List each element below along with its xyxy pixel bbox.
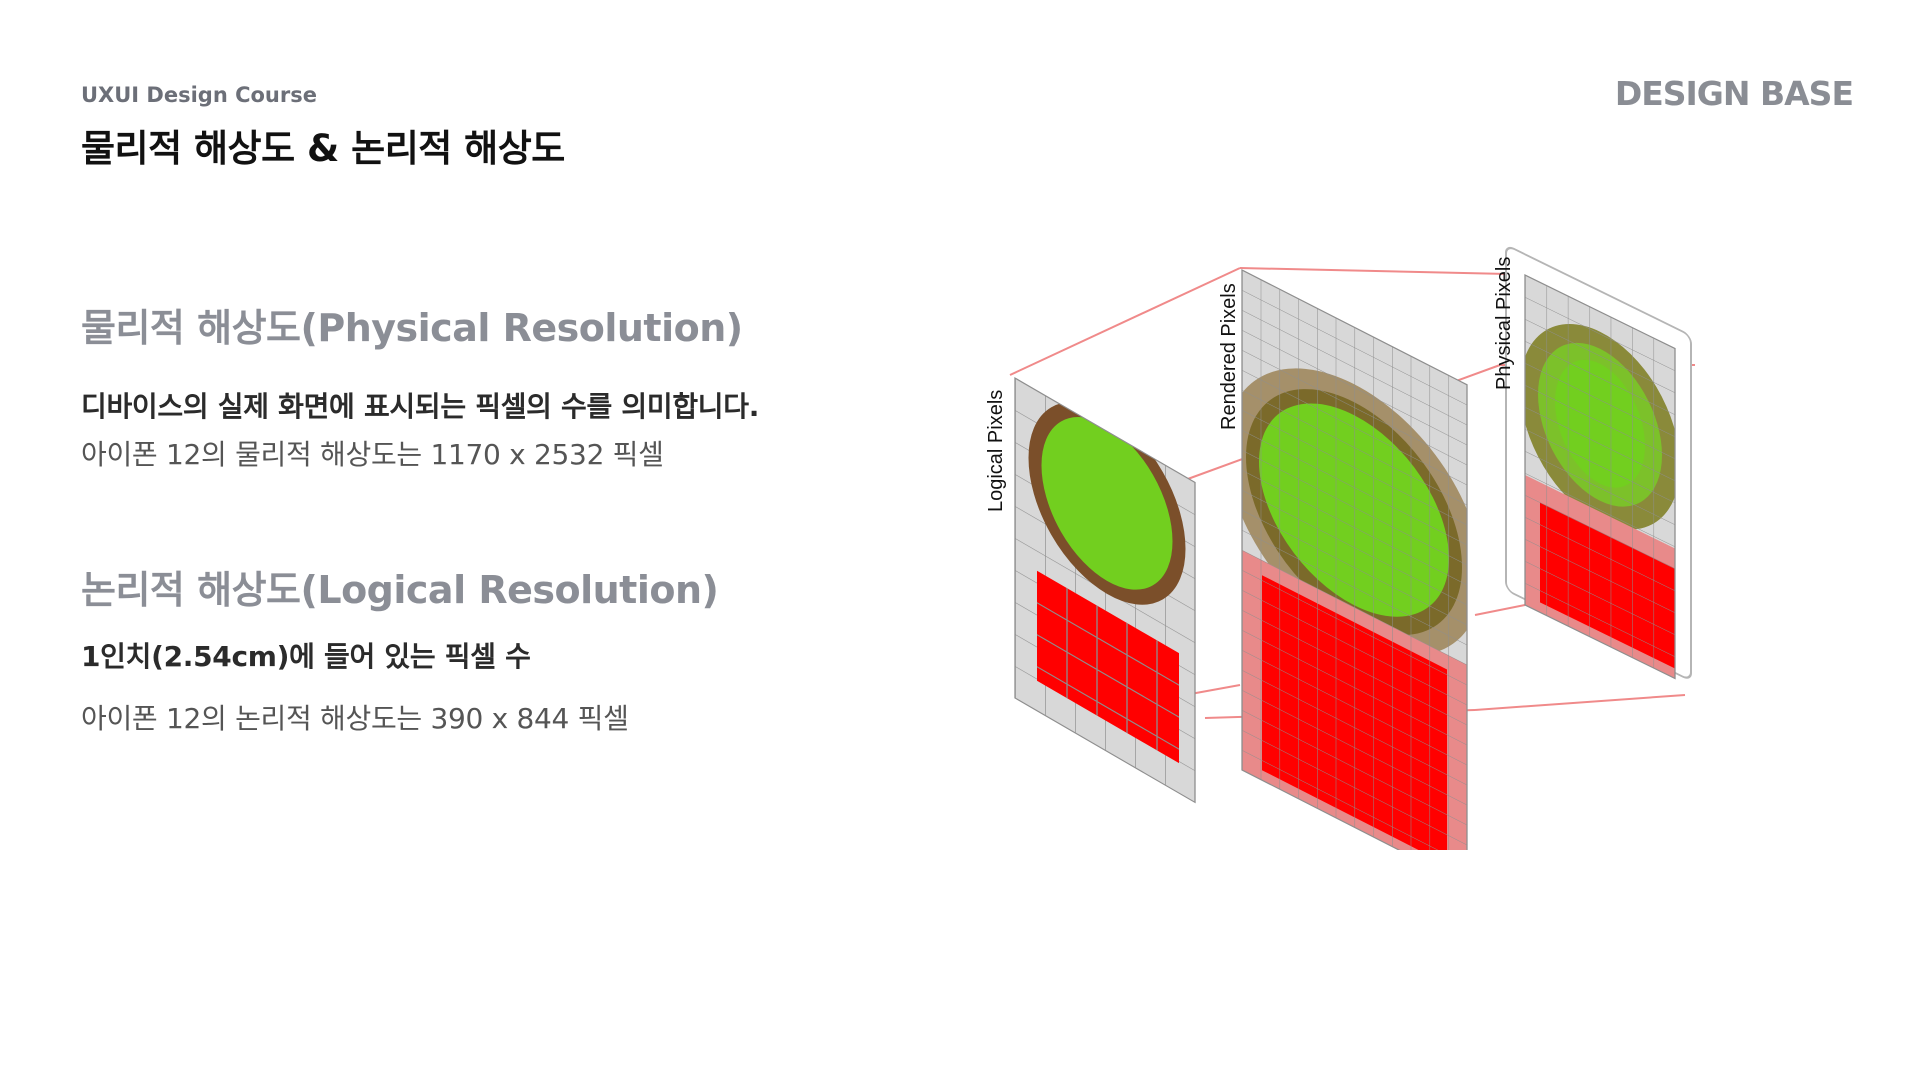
rendered-pixels-label: Rendered Pixels bbox=[1218, 283, 1240, 430]
logical-resolution-example: 아이폰 12의 논리적 해상도는 390 x 844 픽셀 bbox=[81, 702, 629, 735]
pixel-diagram: Logical Pixels Rendered Pixels Physical … bbox=[985, 246, 1695, 850]
physical-pixels-label: Physical Pixels bbox=[1493, 257, 1515, 390]
logical-resolution-heading: 논리적 해상도(Logical Resolution) bbox=[81, 568, 719, 612]
course-label: UXUI Design Course bbox=[81, 83, 317, 107]
physical-pixels-panel bbox=[1524, 274, 1676, 680]
physical-resolution-example: 아이폰 12의 물리적 해상도는 1170 x 2532 픽셀 bbox=[81, 438, 664, 471]
page-title: 물리적 해상도 & 논리적 해상도 bbox=[81, 127, 565, 170]
rendered-pixels-panel bbox=[1241, 269, 1468, 850]
physical-resolution-description: 디바이스의 실제 화면에 표시되는 픽셀의 수를 의미합니다. bbox=[81, 390, 760, 423]
logical-pixels-panel bbox=[1014, 376, 1196, 804]
brand-logo: DESIGN BASE bbox=[1614, 74, 1854, 113]
logical-pixels-label: Logical Pixels bbox=[985, 390, 1007, 512]
logical-resolution-description: 1인치(2.54cm)에 들어 있는 픽셀 수 bbox=[81, 640, 531, 673]
physical-resolution-heading: 물리적 해상도(Physical Resolution) bbox=[81, 306, 743, 350]
